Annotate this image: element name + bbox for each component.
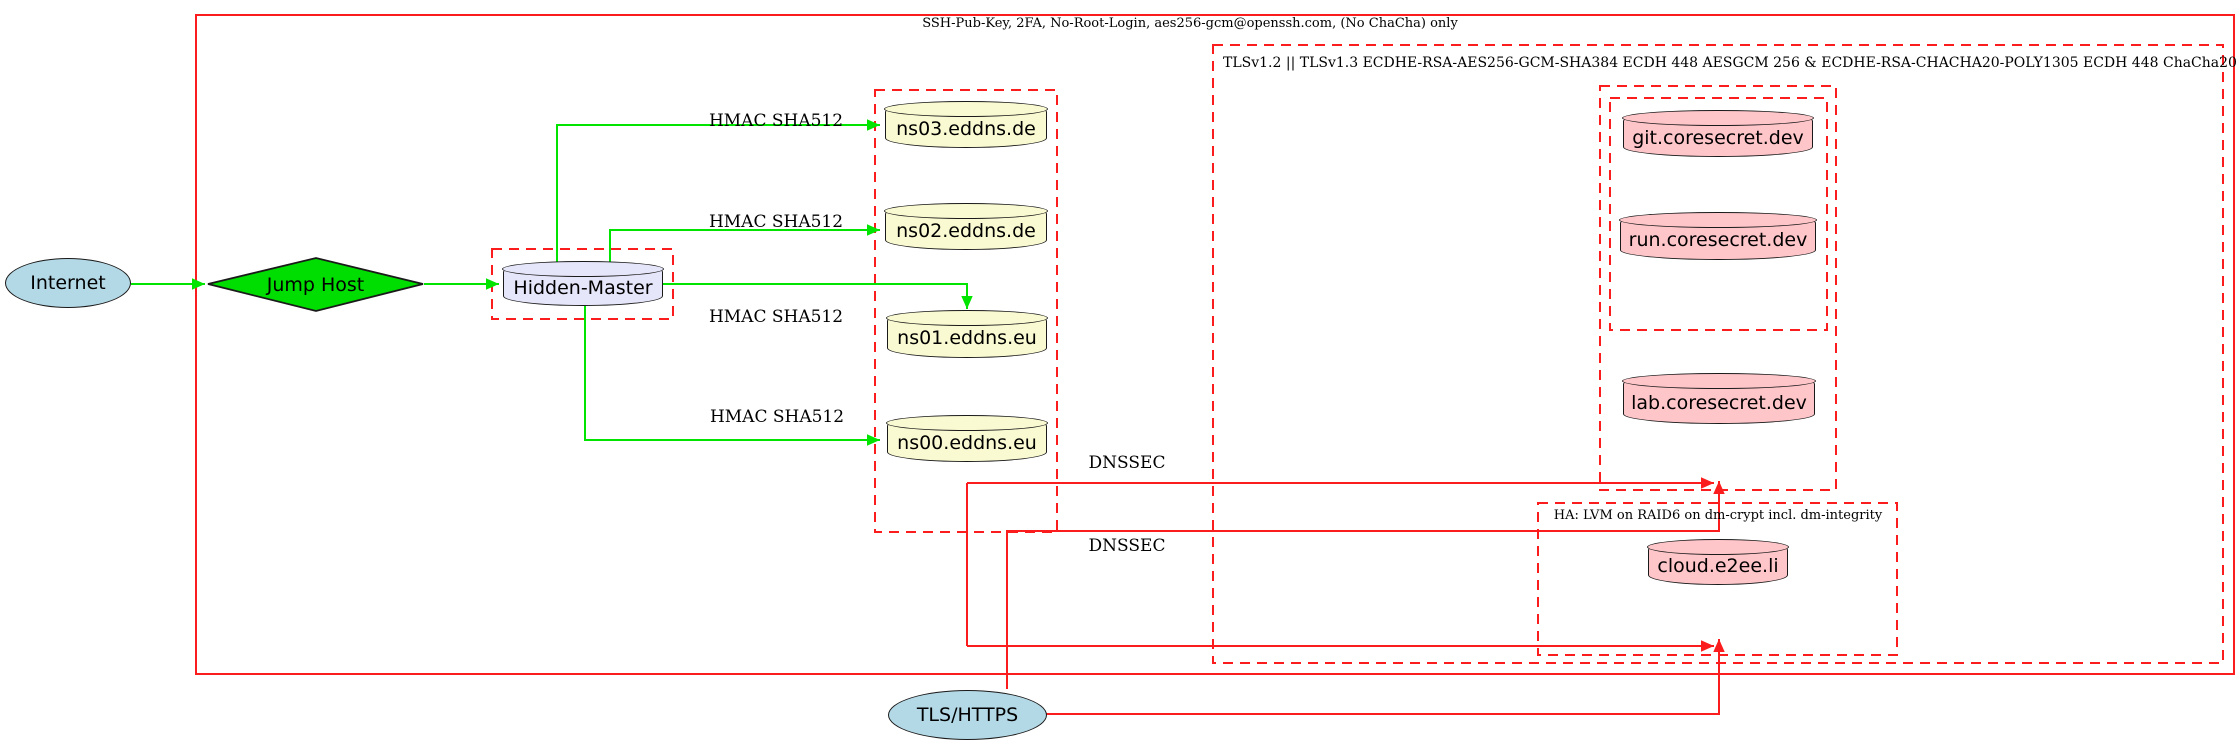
cluster-coresecret-inner-zone-box	[1609, 97, 1828, 331]
node-run-coresecret-label: run.coresecret.dev	[1628, 229, 1808, 251]
node-ns00-label: ns00.eddns.eu	[897, 431, 1037, 454]
cluster-ssh-perimeter-box	[195, 14, 2235, 675]
edge-label-hmac-ns02: HMAC SHA512	[708, 212, 844, 232]
node-hidden-master: Hidden-Master	[502, 261, 664, 306]
edge-hiddenmaster-to-ns00	[584, 304, 880, 446]
diamond-shape	[207, 257, 424, 312]
cluster-ssh-perimeter-label: SSH-Pub-Key, 2FA, No-Root-Login, aes256-…	[922, 16, 1458, 31]
node-internet-label: Internet	[30, 272, 106, 294]
edge-tlshttps-to-ha	[1045, 639, 1725, 715]
cluster-ha-zone-label: HA: LVM on RAID6 on dm-crypt incl. dm-in…	[1553, 508, 1883, 523]
node-git-coresecret-label: git.coresecret.dev	[1632, 126, 1804, 149]
edge-label-hmac-ns03: HMAC SHA512	[708, 111, 844, 131]
node-ns01: ns01.eddns.eu	[886, 310, 1048, 358]
cylinder-lid	[1619, 212, 1817, 229]
cluster-ha-zone-box	[1537, 502, 1898, 656]
node-ns03: ns03.eddns.de	[884, 101, 1048, 148]
node-cloud-e2ee-label: cloud.e2ee.li	[1657, 555, 1779, 577]
cylinder-lid	[1647, 539, 1789, 556]
cylinder-lid	[886, 310, 1048, 327]
cluster-tls-zone-label: TLSv1.2 || TLSv1.3 ECDHE-RSA-AES256-GCM-…	[1223, 55, 2240, 71]
cylinder-lid	[884, 101, 1048, 118]
node-hidden-master-label: Hidden-Master	[513, 276, 653, 299]
edge-label-hmac-ns00: HMAC SHA512	[709, 407, 845, 427]
node-lab-coresecret: lab.coresecret.dev	[1622, 373, 1816, 424]
cylinder-lid	[502, 261, 664, 278]
node-git-coresecret: git.coresecret.dev	[1622, 110, 1814, 157]
node-ns02-label: ns02.eddns.de	[896, 219, 1036, 242]
edge-label-dnssec-bottom: DNSSEC	[1088, 536, 1166, 556]
node-tls-https: TLS/HTTPS	[888, 690, 1047, 740]
edge-hiddenmaster-to-ns02	[609, 224, 880, 262]
edge-label-hmac-ns01: HMAC SHA512	[708, 307, 844, 327]
node-jump-host-label: Jump Host	[266, 273, 365, 296]
node-internet: Internet	[5, 258, 131, 308]
node-run-coresecret: run.coresecret.dev	[1619, 212, 1817, 260]
node-tls-https-label: TLS/HTTPS	[916, 704, 1019, 726]
edge-label-dnssec-top: DNSSEC	[1088, 453, 1166, 473]
edge-tlshttps-to-coresecret	[1006, 481, 1725, 689]
node-lab-coresecret-label: lab.coresecret.dev	[1631, 391, 1807, 414]
node-jump-host: Jump Host	[206, 256, 425, 313]
cylinder-lid	[884, 203, 1048, 220]
edge-hiddenmaster-to-ns03	[556, 119, 880, 262]
node-cloud-e2ee: cloud.e2ee.li	[1647, 539, 1789, 585]
cylinder-lid	[1622, 373, 1816, 390]
cylinder-lid	[886, 415, 1048, 432]
node-ns01-label: ns01.eddns.eu	[897, 327, 1037, 349]
node-ns02: ns02.eddns.de	[884, 203, 1048, 250]
node-ns03-label: ns03.eddns.de	[896, 117, 1036, 140]
node-ns00: ns00.eddns.eu	[886, 415, 1048, 462]
edge-hiddenmaster-to-ns01	[663, 283, 973, 309]
cylinder-lid	[1622, 110, 1814, 127]
